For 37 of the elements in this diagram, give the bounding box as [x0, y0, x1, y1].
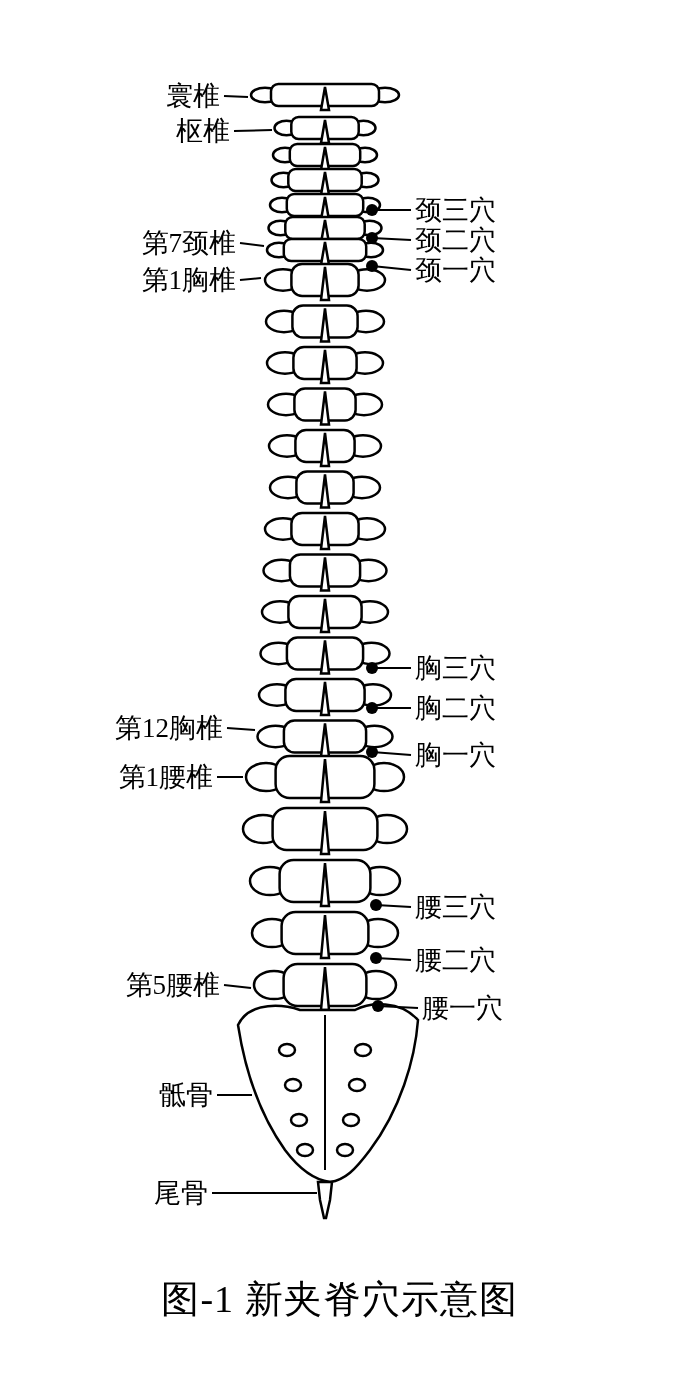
- part-label: 枢椎: [174, 116, 232, 146]
- leader-line: [239, 242, 265, 247]
- leader-line: [366, 662, 412, 674]
- figure-caption: 图-1 新夹脊穴示意图: [161, 1278, 518, 1320]
- leader-line: [216, 1094, 253, 1096]
- leader-line: [366, 204, 412, 216]
- leader-line: [223, 95, 249, 98]
- part-label: 第12胸椎: [113, 713, 225, 743]
- leader-line: [366, 232, 412, 244]
- part-label: 腰二穴: [413, 945, 498, 975]
- leader-line: [216, 776, 244, 778]
- part-label: 腰一穴: [420, 993, 505, 1023]
- part-label: 第1腰椎: [116, 762, 215, 792]
- part-label: 颈一穴: [413, 255, 498, 285]
- leader-line: [366, 702, 412, 714]
- part-label: 胸三穴: [413, 653, 498, 683]
- part-label: 第7颈椎: [139, 228, 238, 258]
- part-label: 第1胸椎: [139, 265, 238, 295]
- leader-line: [366, 260, 412, 272]
- part-label: 尾骨: [152, 1178, 210, 1208]
- leader-line: [226, 727, 256, 731]
- part-label: 寰椎: [164, 81, 222, 111]
- part-label: 腰三穴: [413, 892, 498, 922]
- leader-line: [372, 1000, 419, 1012]
- part-label: 胸二穴: [413, 693, 498, 723]
- leader-line: [211, 1192, 318, 1194]
- part-label: 胸一穴: [413, 740, 498, 770]
- leader-line: [366, 746, 412, 758]
- leader-line: [223, 984, 252, 989]
- leader-line: [239, 277, 262, 281]
- leader-line: [233, 129, 273, 132]
- part-label: 第5腰椎: [123, 970, 222, 1000]
- leader-line: [370, 952, 412, 964]
- part-label: 颈二穴: [413, 225, 498, 255]
- part-label: 骶骨: [157, 1080, 215, 1110]
- part-label: 颈三穴: [413, 195, 498, 225]
- leader-line: [370, 899, 412, 911]
